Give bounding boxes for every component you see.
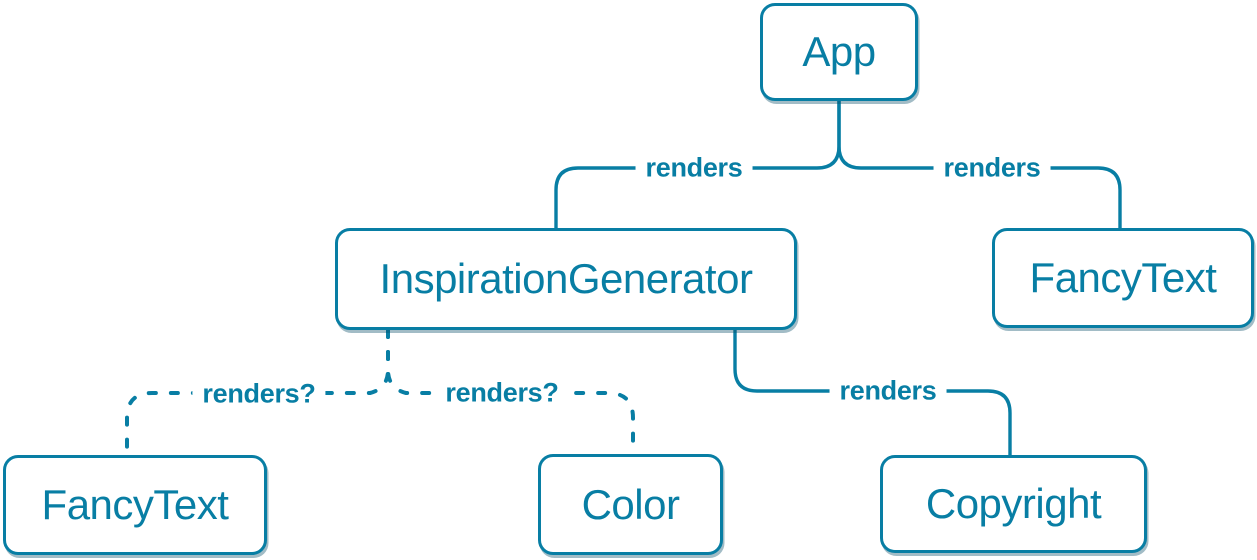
edge-label-inspirationgenerator-copyright: renders — [829, 373, 947, 409]
node-color-label: Color — [581, 480, 680, 528]
node-color: Color — [538, 454, 723, 555]
node-app-label: App — [802, 28, 876, 75]
node-inspiration-generator-label: InspirationGenerator — [379, 255, 753, 302]
node-fancy-text-top: FancyText — [992, 228, 1254, 328]
edge-label-inspirationgenerator-fancytext: renders? — [192, 376, 326, 412]
node-app: App — [760, 3, 918, 101]
edge-label-inspirationgenerator-color: renders? — [435, 375, 569, 411]
node-fancy-text-bottom-label: FancyText — [41, 481, 229, 528]
edge-label-app-fancytext: renders — [933, 150, 1051, 186]
node-copyright-label: Copyright — [925, 480, 1102, 527]
node-copyright: Copyright — [880, 455, 1147, 553]
edge-label-app-inspirationgenerator: renders — [635, 150, 753, 186]
node-fancy-text-top-label: FancyText — [1029, 254, 1217, 301]
node-fancy-text-bottom: FancyText — [3, 455, 267, 555]
node-inspiration-generator: InspirationGenerator — [335, 228, 797, 330]
